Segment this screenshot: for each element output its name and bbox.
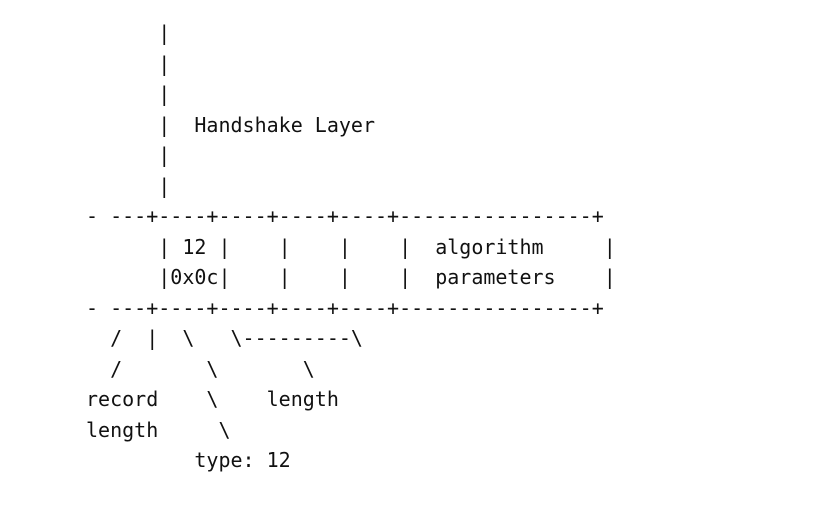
record-fields-row-1: | 12 | | | | algorithm |	[86, 234, 616, 259]
record-fields-row-2: |0x0c| | | | parameters |	[86, 265, 616, 289]
diagram-line: |	[86, 51, 171, 76]
diagram-line: |	[86, 21, 171, 45]
diagram-line: |	[86, 173, 171, 198]
record-length-label: record \ length	[86, 387, 339, 411]
type-label: type: 12	[86, 448, 291, 472]
diagram-line: |	[86, 82, 171, 106]
record-bottom-border: - ---+----+----+----+----+--------------…	[86, 295, 604, 320]
handshake-layer-label: | Handshake Layer	[86, 112, 375, 137]
diagram-line: |	[86, 143, 171, 167]
annotation-arrows: / \ \	[86, 356, 315, 381]
annotation-arrows: / | \ \---------\	[86, 326, 363, 350]
record-top-border: - ---+----+----+----+----+--------------…	[86, 204, 604, 228]
record-length-label: length \	[86, 417, 231, 442]
handshake-ascii-diagram: | | | | Handshake Layer | | - ---+----+--…	[86, 18, 616, 476]
